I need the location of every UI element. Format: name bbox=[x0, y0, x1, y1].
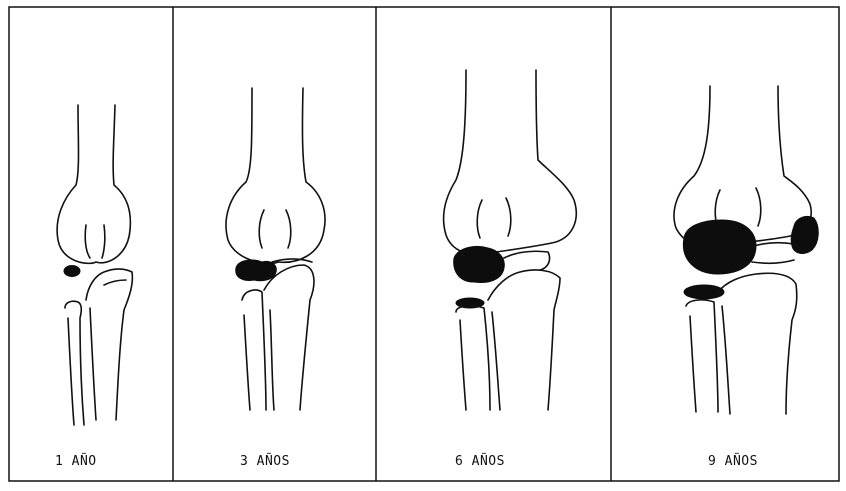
elbow-1-year bbox=[57, 105, 132, 425]
elbow-9-years bbox=[674, 86, 818, 414]
humerus-condyle-line bbox=[286, 210, 291, 248]
radius-outline bbox=[460, 320, 466, 410]
radius-outline bbox=[690, 316, 696, 412]
humerus-outline bbox=[226, 88, 325, 263]
capitellum-ossification bbox=[236, 260, 277, 281]
panel-label-1-year: 1 AÑO bbox=[55, 454, 97, 469]
humerus-condyle-line bbox=[477, 200, 482, 238]
capitellum-ossification bbox=[454, 246, 505, 282]
medial-epicondyle-ossification bbox=[791, 216, 818, 253]
ulna-outline bbox=[86, 269, 132, 420]
panel-label-6-years: 6 AÑOS bbox=[455, 454, 505, 469]
panel-label-9-years: 9 AÑOS bbox=[708, 454, 758, 469]
ulna-outline bbox=[722, 306, 730, 414]
humerus-condyle-line bbox=[85, 225, 90, 258]
trochlea-line bbox=[754, 243, 794, 246]
ulna-outline bbox=[718, 273, 797, 414]
panel-label-3-years: 3 AÑOS bbox=[240, 454, 290, 469]
humerus-condyle-line bbox=[102, 225, 105, 258]
trochlea-line bbox=[504, 251, 550, 270]
radius-outline bbox=[456, 306, 490, 410]
humerus-condyle-line bbox=[756, 188, 761, 226]
capitellum-ossification bbox=[64, 266, 80, 277]
ulna-outline bbox=[90, 308, 96, 420]
ulna-olecranon bbox=[104, 280, 126, 285]
trochlea-line bbox=[752, 260, 794, 263]
capitellum-ossification bbox=[683, 220, 756, 274]
radius-outline bbox=[68, 318, 74, 425]
elbow-3-years bbox=[226, 88, 325, 410]
humerus-outline bbox=[57, 105, 130, 263]
humerus-condyle-line bbox=[259, 210, 264, 248]
humerus-condyle-line bbox=[506, 198, 511, 236]
ulna-outline bbox=[492, 312, 500, 410]
ulna-outline bbox=[270, 310, 274, 410]
radius-outline bbox=[244, 315, 250, 410]
elbow-6-years bbox=[444, 70, 577, 410]
humerus-outline bbox=[674, 86, 811, 246]
